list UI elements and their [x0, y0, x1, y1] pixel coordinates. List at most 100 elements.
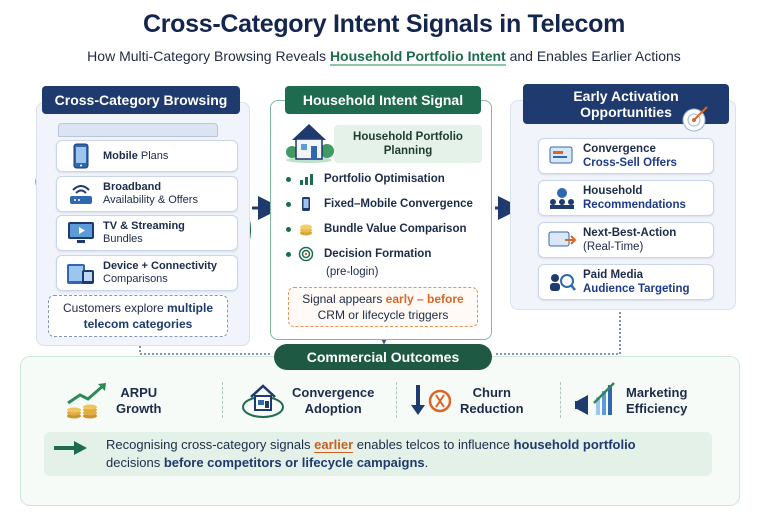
- outcome-divider: [396, 382, 397, 418]
- house-icon: [286, 124, 334, 163]
- outcome-line-2: Efficiency: [626, 401, 688, 416]
- intent-item-bundle: Bundle Value Comparison: [286, 220, 467, 238]
- intent-item-sub: (pre-login): [326, 266, 379, 278]
- explore-note: Customers explore multiple telecom categ…: [48, 295, 228, 337]
- card-title: TV & Streaming: [103, 220, 185, 232]
- megaphone-icon: [575, 382, 615, 415]
- activation-line-1: Next-Best-Action: [583, 227, 677, 239]
- outcome-line-1: Churn: [472, 385, 511, 400]
- tv-icon: [68, 222, 94, 243]
- intent-item-label: Portfolio Optimisation: [324, 173, 445, 185]
- smartphone-icon: [73, 143, 89, 169]
- subtitle-text: How Multi-Category Browsing Reveals: [87, 48, 330, 64]
- outcome-line-1: Marketing: [626, 385, 688, 400]
- signal-note: Signal appears early – before CRM or lif…: [288, 287, 478, 327]
- card-title: Broadband: [103, 181, 162, 193]
- browser-frame-icon: [58, 123, 218, 137]
- intent-item-convergence: Fixed–Mobile Convergence: [286, 195, 473, 213]
- card-subtitle: Plans: [137, 149, 169, 162]
- outcome-divider: [560, 382, 561, 418]
- phone-icon: [302, 197, 310, 211]
- activation-line-1: Household: [583, 185, 643, 197]
- coins-icon: [300, 224, 312, 236]
- box-line-1: Household Portfolio: [353, 131, 463, 143]
- outcome-line-2: Reduction: [460, 401, 524, 416]
- activation-line-1: Convergence: [583, 143, 656, 155]
- signal-text: Signal appears: [302, 292, 386, 306]
- conclusion-banner: Recognising cross-category signals earli…: [44, 432, 712, 476]
- bullet-dot: [286, 251, 291, 257]
- home-devices-icon: [242, 384, 284, 418]
- intent-header: Household Intent Signal: [285, 86, 481, 114]
- outcomes-header: Commercial Outcomes: [274, 344, 492, 370]
- bullet-dot: [286, 226, 291, 232]
- activation-line-2: Cross-Sell Offers: [583, 157, 677, 169]
- activation-line-2: (Real-Time): [583, 241, 644, 253]
- household-portfolio-box: Household Portfolio Planning: [334, 125, 482, 163]
- outcome-line-1: ARPU: [120, 385, 158, 400]
- explore-bold: multiple: [167, 301, 214, 315]
- page-subtitle: How Multi-Category Browsing Reveals Hous…: [0, 48, 768, 66]
- banner-text-2: enables telcos to influence: [353, 437, 514, 452]
- card-subtitle: Bundles: [103, 233, 143, 245]
- intent-item-label: Fixed–Mobile Convergence: [324, 198, 473, 210]
- card-title: Device + Connectivity: [103, 260, 218, 272]
- outcome-line-1: Convergence: [292, 385, 375, 400]
- banner-bold-2: before competitors or lifecycle campaign…: [163, 455, 425, 470]
- browsing-header: Cross-Category Browsing: [42, 86, 240, 114]
- explore-text: Customers explore: [62, 301, 168, 315]
- intent-item-portfolio: Portfolio Optimisation: [286, 170, 445, 188]
- next-action-icon: [548, 231, 577, 247]
- card-title: Mobile: [103, 149, 138, 162]
- bullet-dot: [286, 176, 291, 182]
- page-title: Cross-Category Intent Signals in Telecom: [142, 10, 626, 38]
- explore-bold-2: telecom categories: [83, 317, 193, 331]
- coins-growth-icon: [67, 383, 106, 419]
- outcome-line-2: Growth: [116, 401, 162, 416]
- activation-line-1: Paid Media: [583, 269, 644, 281]
- banner-text-4: .: [424, 455, 429, 470]
- offer-icon: [549, 146, 573, 164]
- intent-item-decision: Decision Formation: [286, 245, 431, 263]
- bullet-dot: [286, 201, 291, 207]
- audience-icon: [550, 274, 576, 291]
- banner-bold: household portfolio: [513, 437, 636, 452]
- intent-item-label: Bundle Value Comparison: [324, 223, 467, 235]
- outcome-divider: [222, 382, 223, 418]
- activation-header-line-1: Early Activation: [573, 88, 679, 104]
- wifi-router-icon: [70, 185, 92, 204]
- down-line-right: [494, 304, 621, 355]
- banner-text-3: decisions: [106, 455, 164, 470]
- chart-icon: [300, 174, 313, 185]
- subtitle-text-end: and Enables Earlier Actions: [505, 48, 681, 64]
- signal-highlight: early – before: [385, 292, 464, 306]
- activation-line-2: Audience Targeting: [583, 283, 690, 295]
- intent-item-label: Decision Formation: [324, 248, 432, 260]
- subtitle-highlight: Household Portfolio Intent: [329, 48, 506, 66]
- activation-header-line-2: Opportunities: [580, 104, 672, 120]
- churn-arrow-icon: [411, 385, 452, 415]
- target-icon: [298, 246, 314, 262]
- banner-text: Recognising cross-category signals: [106, 437, 315, 452]
- card-subtitle: Availability & Offers: [103, 194, 198, 206]
- outcomes-panel: [20, 356, 740, 506]
- activation-line-2: Recommendations: [583, 199, 686, 211]
- banner-highlight: earlier: [314, 437, 354, 453]
- activation-card-nba: Next-Best-Action (Real-Time): [538, 222, 714, 258]
- devices-icon: [67, 264, 94, 284]
- card-subtitle: Comparisons: [103, 273, 168, 285]
- box-line-2: Planning: [383, 145, 433, 157]
- arrow-right-icon: [54, 441, 87, 455]
- household-icon: [550, 188, 574, 209]
- target-icon: [682, 106, 708, 132]
